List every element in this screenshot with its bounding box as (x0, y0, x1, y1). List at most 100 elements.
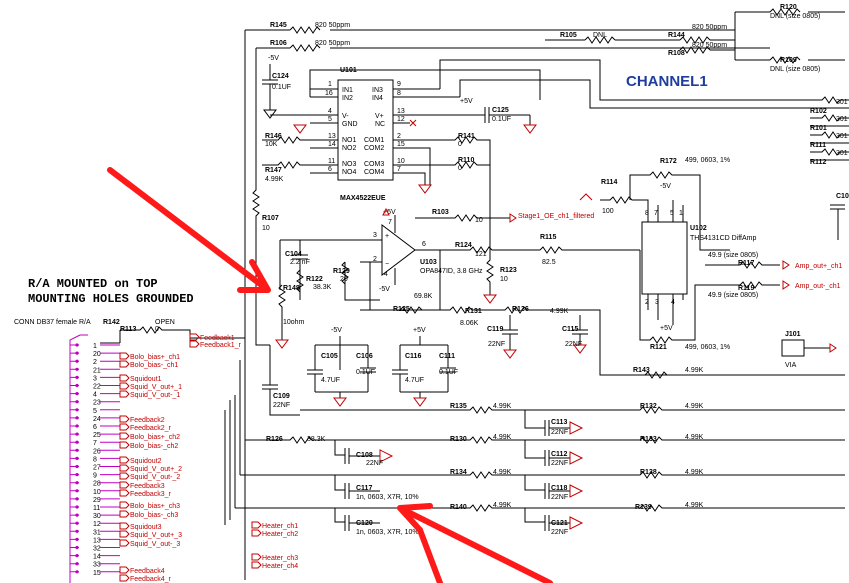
svg-text:15: 15 (397, 141, 405, 148)
r101-value: 301 (836, 116, 848, 123)
u102-diffamp: U102 THS4131CD DiffAmp -5V +5V 8 7 5 1 2… (579, 157, 842, 351)
r126-value: 38.3K (307, 436, 326, 443)
net-label: Squid_V_out-_2 (130, 474, 180, 481)
c125-value: 0.1UF (492, 116, 511, 123)
connector-pin-label: 32 (93, 546, 101, 553)
r108-ref: R108 (668, 50, 685, 57)
r135-ref: R135 (450, 403, 467, 410)
svg-text:12: 12 (397, 116, 405, 123)
connector-pin-label: 10 (93, 489, 101, 496)
r121-value: 499, 0603, 1% (685, 344, 730, 351)
u101-part: MAX4522EUE (340, 195, 386, 202)
r121-ref: R121 (650, 344, 667, 351)
u101-pin-no2: NO2 (342, 145, 357, 152)
c124-ref: C124 (272, 73, 289, 80)
u103-pin7: 7 (388, 219, 392, 226)
net-flag (119, 441, 130, 449)
r113-value: 0 (155, 326, 159, 333)
r147-value: 4.99K (265, 176, 284, 183)
net-label: Feedback2 (130, 417, 165, 424)
u101-pin-vminus: V- (342, 113, 349, 120)
u101-pin-in2: IN2 (342, 95, 353, 102)
r133-value: 4.99K (685, 434, 704, 441)
u101-pin-in3: IN3 (372, 87, 383, 94)
net-label: Squid_V_out+_1 (130, 384, 182, 391)
net-label: Bolo_bias-_ch1 (130, 362, 178, 369)
r124-value: 121 (475, 251, 487, 258)
net-flag (119, 382, 130, 390)
r146-ref: R146 (265, 133, 282, 140)
c119-value: 22NF (488, 341, 505, 348)
r107-value: 10 (262, 225, 270, 232)
svg-text:9: 9 (397, 81, 401, 88)
u101-pin-com4: COM4 (364, 169, 384, 176)
r115-ref: R115 (540, 234, 556, 241)
r144-ref: R144 (668, 32, 685, 39)
u102-vpos: +5V (660, 325, 673, 332)
r148: R148 10ohm (275, 284, 305, 349)
u101-pin-com1: COM1 (364, 137, 384, 144)
u102-pin5: 5 (670, 210, 674, 217)
u101-pin-nc: NC (375, 121, 385, 128)
c115-value: 22NF (565, 341, 582, 348)
r109-ref: R109 (780, 57, 797, 64)
c111-value: 0.1UF (439, 369, 458, 376)
connector-pins: 1202213224235246257268279281029113012311… (70, 343, 120, 577)
net-flag (119, 481, 130, 489)
u101-pin-no3: NO3 (342, 161, 357, 168)
connector-pin-label: 13 (93, 537, 101, 544)
c106-ref: C106 (356, 353, 373, 360)
r133-ref: R133 (640, 436, 657, 443)
connector-pin-label: 8 (93, 456, 97, 463)
u103-ref: U103 (420, 259, 437, 266)
r140-ref: R140 (450, 504, 467, 511)
r142-value: OPEN (155, 319, 175, 326)
net-label: Feedback3 (130, 483, 165, 490)
r124-ref: R124 (455, 242, 472, 249)
net-label: Squid_V_out+_3 (130, 532, 182, 539)
channel-title: CHANNEL1 (626, 73, 708, 90)
r122-value: 38.3K (313, 284, 332, 291)
net-label: Bolo_bias+_ch2 (130, 434, 180, 441)
net-amp-out-plus: Amp_out+_ch1 (795, 263, 842, 270)
svg-text:16: 16 (325, 90, 333, 97)
r143-value: 4.99K (685, 367, 704, 374)
net-label: Squidout3 (130, 524, 162, 531)
r143-ref: R143 (633, 367, 650, 374)
c120-value: 1n, 0603, X7R, 10% (356, 529, 419, 536)
c105-value: 4.7UF (321, 377, 340, 384)
net-flag (119, 472, 130, 480)
connector-pin-label: 33 (93, 562, 101, 569)
r148-ref: R148 (283, 285, 300, 292)
r134-ref: R134 (450, 469, 467, 476)
r139-ref: R139 (635, 504, 652, 511)
c119-ref: C119 (487, 326, 503, 333)
c113-value: 22NF (551, 429, 568, 436)
net-flag (119, 501, 130, 509)
lower-filter-network: R143 4.99K R135 4.99K R132 4.99K C113 22… (224, 360, 845, 536)
svg-text:6: 6 (328, 166, 332, 173)
r132-ref: R132 (640, 403, 657, 410)
r114-value: 100 (602, 208, 614, 215)
c124-decoupling: -5V C124 0.1UF (262, 55, 310, 134)
net-flag (189, 333, 200, 341)
mounting-notes: R/A MOUNTED on TOP MOUNTING HOLES GROUND… (28, 277, 194, 306)
u103-vpos: +5V (383, 209, 396, 216)
r134-value: 4.99K (493, 469, 512, 476)
connector-pin-label: 27 (93, 465, 101, 472)
note-line1: R/A MOUNTED on TOP (28, 277, 158, 291)
connector-pin-label: 4 (93, 392, 97, 399)
net-flag (119, 489, 130, 497)
r105-value: DNL (593, 32, 607, 39)
net-stage1-oe: Stage1_OE_ch1_filtered (518, 213, 594, 220)
net-flag (251, 521, 262, 529)
decoupling-caps: -5V C105 4.7UF C106 0.1UF +5V C116 4.7UF… (307, 327, 458, 407)
c116-supply: +5V (413, 327, 426, 334)
net-label: Feedback4_r (130, 576, 172, 583)
net-flag (119, 464, 130, 472)
net-label: Squid_V_out+_2 (130, 466, 182, 473)
connector-pin-label: 22 (93, 384, 101, 391)
c111-ref: C111 (439, 353, 455, 360)
connector-pin-label: 1 (93, 343, 97, 350)
